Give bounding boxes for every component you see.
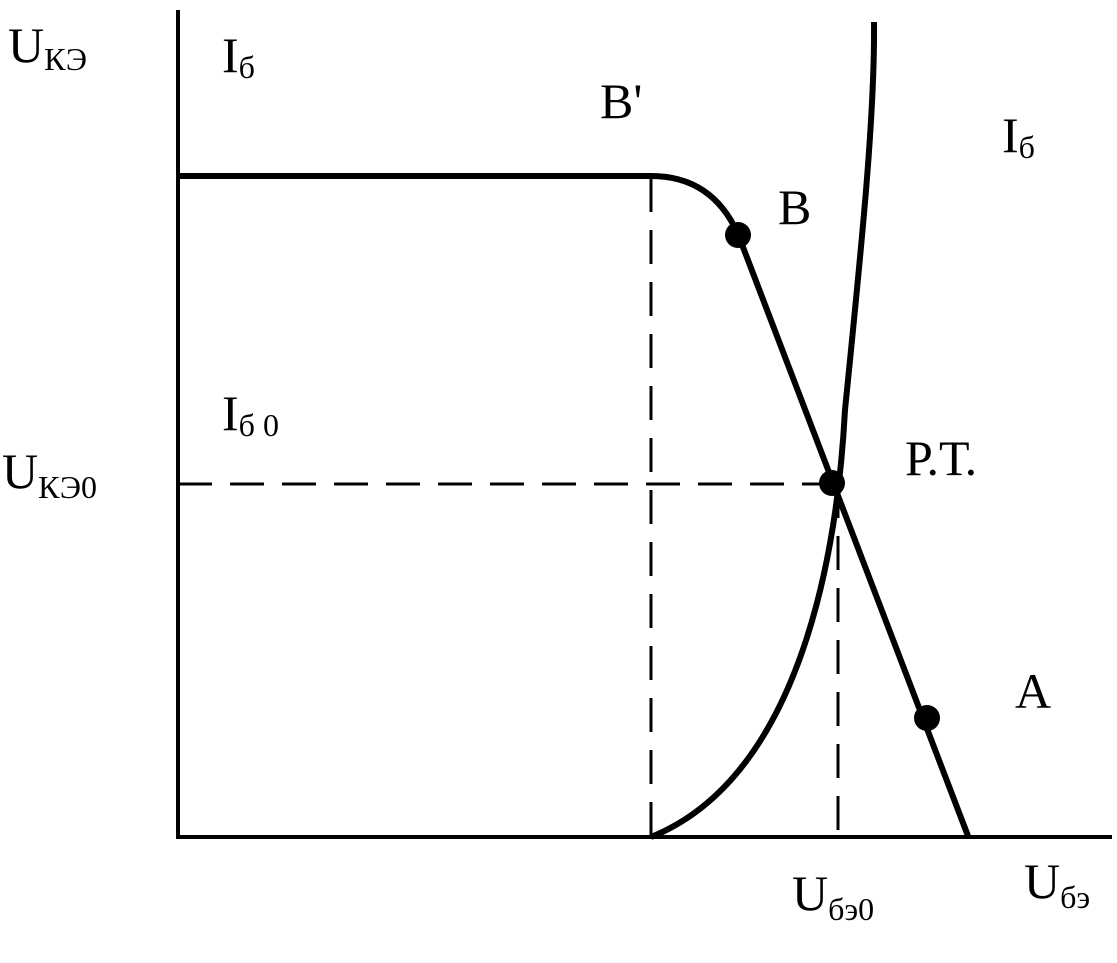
label-b-prime: B' [600,73,642,129]
label-a: A [1015,663,1051,719]
point-operating [819,470,845,496]
label-uke0: UКЭ0 [2,443,97,505]
point-b [725,222,751,248]
transfer-curve [178,173,971,838]
label-operating-point: Р.Т. [905,430,977,486]
label-ib0: Iб 0 [222,385,279,443]
point-a [914,705,940,731]
y-axis-label-uke: UКЭ [8,17,87,77]
input-characteristic-curve [649,21,878,840]
label-ube0: Uбэ0 [792,865,874,927]
x-axis-label-ube: Uбэ [1024,853,1090,915]
label-b: B [778,179,811,235]
y-axis-label-ib: Iб [222,27,255,85]
label-ib-curve: Iб [1002,107,1035,165]
